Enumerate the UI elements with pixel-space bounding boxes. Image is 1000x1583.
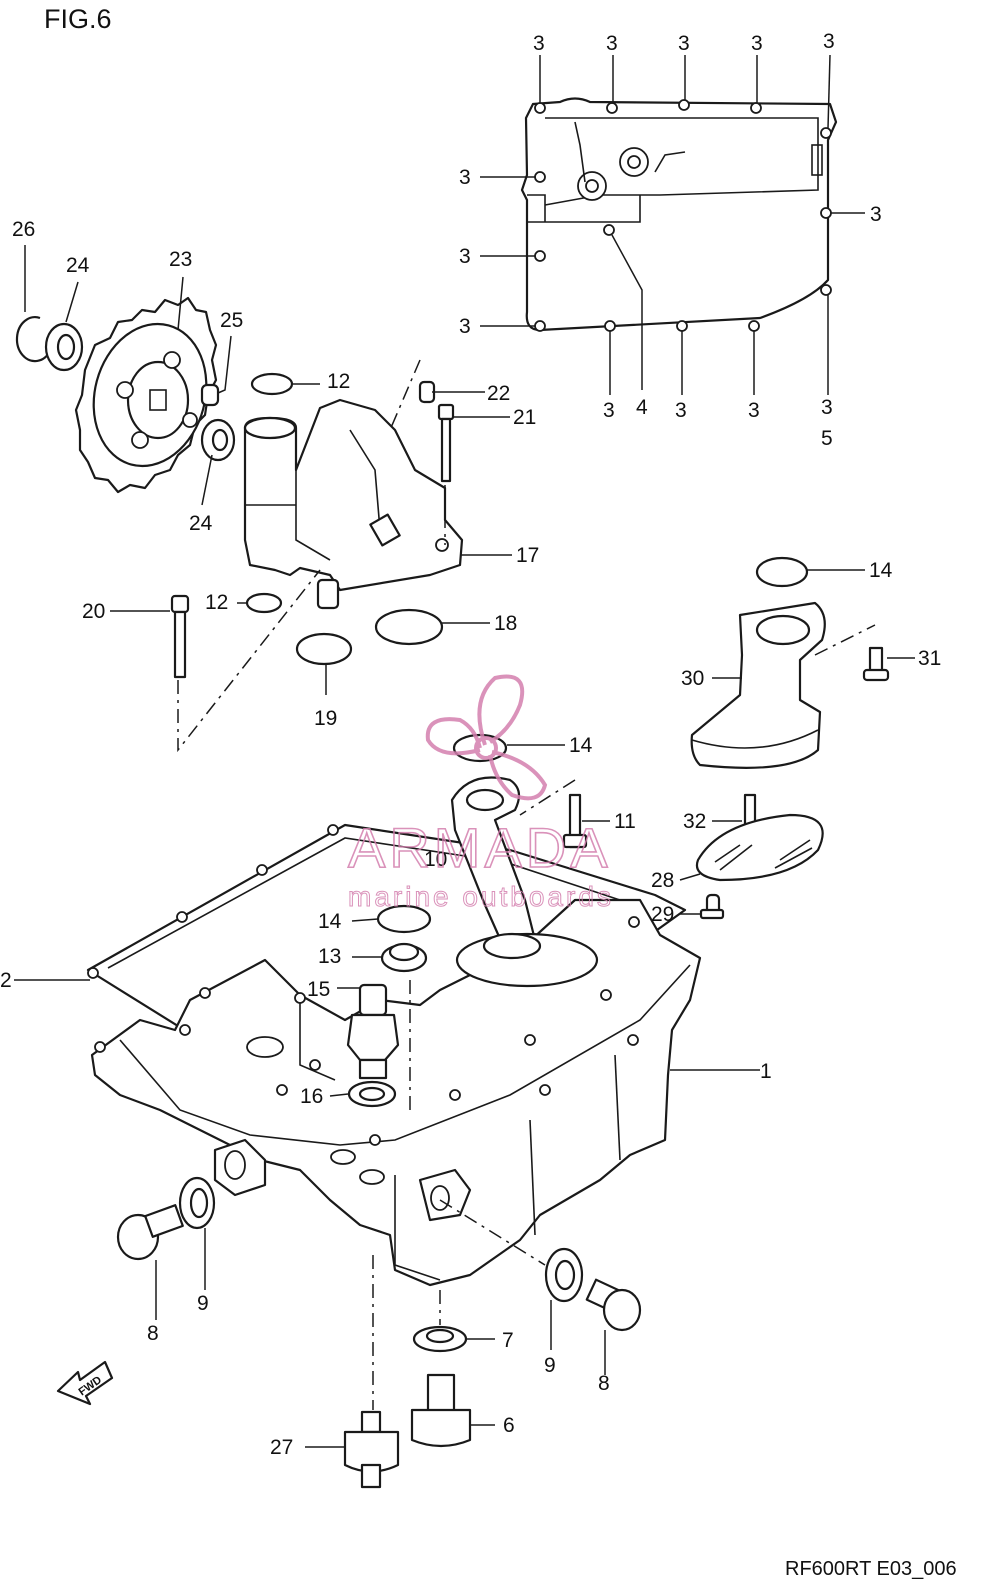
watermark-tagline: marine outboards (348, 881, 614, 912)
callout-7: 7 (502, 1329, 514, 1352)
callout-21: 21 (513, 406, 536, 429)
callout-3: 3 (678, 32, 690, 55)
pin-22 (418, 380, 436, 404)
washer-24-lower (200, 418, 236, 462)
washer-24-top (44, 322, 84, 372)
figure-title: FIG.6 (44, 4, 112, 34)
sensor-27 (343, 1410, 400, 1489)
oil-pan-body-1 (90, 898, 702, 1287)
callout-11: 11 (614, 810, 636, 833)
screw-29 (699, 893, 725, 920)
callout-9: 9 (197, 1292, 209, 1315)
callout-31: 31 (918, 647, 941, 670)
bolt-31 (862, 646, 890, 682)
callout-17: 17 (516, 544, 539, 567)
bolt-11 (562, 793, 588, 849)
callout-27: 27 (270, 1436, 293, 1459)
callout-3: 3 (606, 32, 618, 55)
callout-3: 3 (870, 203, 882, 226)
plug-8-left (116, 1204, 184, 1261)
o-ring-12-lower (245, 592, 283, 614)
callout-10: 10 (424, 848, 447, 871)
callout-25: 25 (220, 309, 243, 332)
watermark-brand: ARMADA (348, 816, 612, 879)
callout-28: 28 (651, 869, 674, 892)
callout-14: 14 (569, 734, 593, 757)
plug-8-right (585, 1278, 642, 1332)
oil-pipe-10 (450, 776, 599, 988)
callout-18: 18 (494, 612, 517, 635)
callout-3: 3 (459, 166, 471, 189)
washer-16 (347, 1080, 397, 1108)
pin-25 (200, 383, 220, 407)
callout-3: 3 (603, 399, 615, 422)
callout-3: 3 (821, 396, 833, 419)
callout-14: 14 (318, 910, 342, 933)
callout-6: 6 (503, 1414, 515, 1437)
oil-pump-body-17 (243, 398, 464, 610)
callout-3: 3 (675, 399, 687, 422)
leader-lines (14, 245, 915, 1448)
callout-3: 3 (459, 315, 471, 338)
cover-bolt-holes (534, 99, 832, 332)
o-ring-19 (295, 632, 353, 666)
callout-3: 3 (459, 245, 471, 268)
callout-labels: 3 3 3 3 3 3 3 3 3 3 3 3 3 4 5 26 24 23 2… (0, 30, 941, 1459)
oil-pressure-switch-15 (346, 983, 400, 1080)
callout-12: 12 (205, 591, 228, 614)
callout-4: 4 (636, 396, 648, 419)
callout-22: 22 (487, 382, 510, 405)
callout-3: 3 (533, 32, 545, 55)
callout-29: 29 (651, 903, 674, 926)
callout-24: 24 (66, 254, 90, 277)
callout-32: 32 (683, 810, 706, 833)
o-ring-18 (374, 608, 444, 646)
pump-align-line (177, 569, 321, 753)
callout-3: 3 (748, 399, 760, 422)
callout-26: 26 (12, 218, 35, 241)
callout-5: 5 (821, 427, 833, 450)
seal-13 (380, 942, 428, 973)
bolt-20 (170, 594, 190, 679)
callout-23: 23 (169, 248, 192, 271)
drain-bolt-6 (410, 1373, 472, 1448)
propeller-logo (425, 674, 548, 801)
callout-9: 9 (544, 1354, 556, 1377)
callout-14: 14 (869, 559, 893, 582)
callout-24: 24 (189, 512, 213, 535)
armada-watermark: ARMADA marine outboards (347, 674, 614, 913)
strainer-screen-28 (695, 813, 824, 882)
washer-9-right (544, 1247, 584, 1303)
callout-1: 1 (760, 1060, 772, 1083)
pump-driven-gear-23 (74, 296, 218, 494)
fwd-arrow-icon: FWD (56, 1360, 114, 1406)
callout-15: 15 (307, 978, 330, 1001)
callout-3: 3 (751, 32, 763, 55)
callout-8: 8 (147, 1322, 159, 1345)
callout-12: 12 (327, 370, 350, 393)
oil-strainer-30 (690, 601, 826, 769)
o-ring-14-right (755, 556, 809, 588)
figure-code: RF600RT E03_006 (785, 1558, 957, 1580)
washer-9-left (178, 1176, 216, 1230)
callout-2: 2 (0, 969, 12, 992)
callout-13: 13 (318, 945, 341, 968)
callout-20: 20 (82, 600, 105, 623)
o-ring-12-top (250, 372, 294, 396)
callout-16: 16 (300, 1085, 323, 1108)
oil-pan-cover (520, 97, 838, 332)
callout-30: 30 (681, 667, 704, 690)
callout-8: 8 (598, 1372, 610, 1395)
callout-19: 19 (314, 707, 337, 730)
callout-3: 3 (823, 30, 835, 53)
washer-7 (412, 1325, 468, 1353)
bolt-21 (437, 403, 455, 483)
cover-bolt-leaders (480, 54, 865, 395)
